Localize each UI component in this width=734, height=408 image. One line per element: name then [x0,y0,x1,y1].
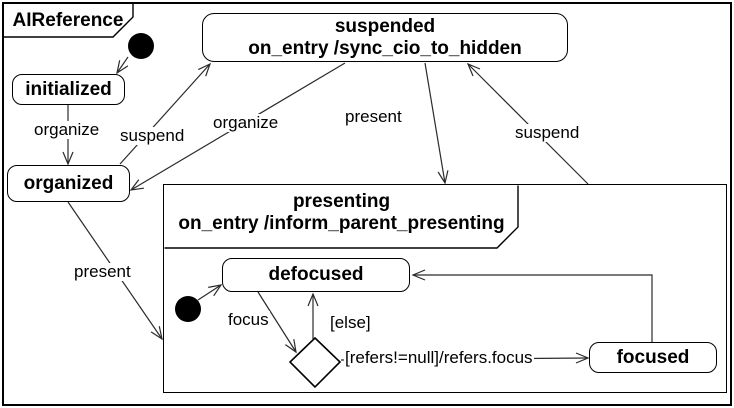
transition-defocused-to-choice [257,291,297,353]
transition-label-suspend-1: suspend [119,126,186,145]
state-suspended: suspended on_entry /sync_cio_to_hidden [202,13,568,62]
arrowhead-initial-to-initialized [116,60,129,75]
arrowhead-presenting-to-suspended [466,62,481,77]
transition-organized-to-suspended [119,63,211,165]
transition-label-organize-1: organize [33,120,101,139]
state-defocused: defocused [222,258,410,292]
choice-diamond-icon [288,336,342,389]
arrowhead-focused-to-defocused [411,269,426,281]
state-suspended-name: suspended [334,15,436,37]
transition-focused-to-defocused [413,274,653,342]
initial-state-icon [128,33,154,59]
state-presenting-title: presenting on_entry /inform_parent_prese… [164,191,519,235]
transition-label-present-2: present [73,262,132,281]
transition-inner-initial-to-defocused [197,284,222,301]
state-organized: organized [7,165,130,202]
arrowhead-inner-initial-to-defocused [208,284,223,297]
state-presenting-name: presenting [292,191,391,212]
state-focused: focused [589,342,717,373]
arrowhead-defocused-to-choice [285,339,297,354]
transition-label-refers-guard: [refers!=null]/refers.focus [344,348,534,367]
title-tab-outline [4,4,134,38]
diagram-title: AIReference [12,10,124,31]
transition-initial-to-initialized [116,56,129,74]
arrowhead-organized-to-presenting [150,326,163,341]
state-presenting-entry-action: on_entry /inform_parent_presenting [178,213,505,234]
arrowhead-choice-to-defocused [307,292,319,307]
inner-initial-state-icon [175,296,201,322]
presenting-tab-outline [164,185,519,249]
transition-label-else: [else] [329,313,372,332]
transition-label-suspend-2: suspend [514,123,581,142]
transition-suspended-to-presenting [424,62,446,184]
arrowhead-organized-to-suspended [198,62,212,77]
transition-label-present-1: present [344,107,403,126]
arrowhead-initialized-to-organized [62,151,74,166]
state-presenting: presenting on_entry /inform_parent_prese… [163,184,727,393]
state-initialized: initialized [12,74,125,105]
arrowhead-choice-to-focused [575,352,590,364]
transition-label-focus: focus [227,310,270,329]
arrowhead-suspended-to-presenting [437,170,449,185]
transition-label-organize-2: organize [212,113,280,132]
state-suspended-entry-action: on_entry /sync_cio_to_hidden [248,37,522,59]
arrowhead-suspended-to-organized [129,179,144,191]
